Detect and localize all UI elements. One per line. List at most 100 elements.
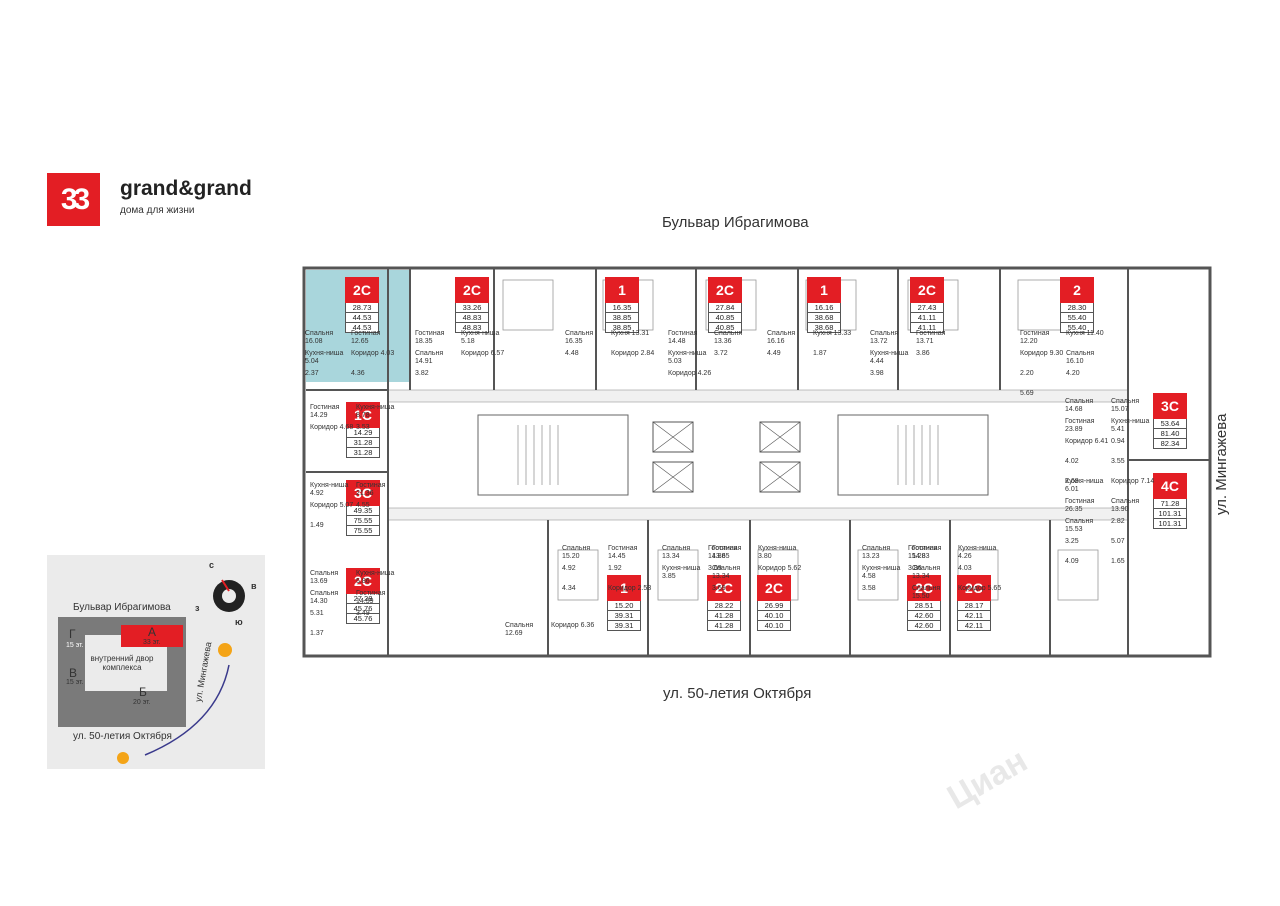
- mini-map-drawing: [58, 579, 245, 764]
- room-label-left-1-0: Кухня-ниша 4.92: [310, 482, 349, 497]
- top-row-walls: [387, 268, 1129, 656]
- apartment-area-0: 28.22: [707, 601, 741, 611]
- room-label-bottom-3-3: 3.86: [908, 565, 922, 572]
- brand-logo: 33: [47, 173, 100, 226]
- apartment-type: 3С: [346, 480, 380, 506]
- sun-icon-east: [218, 643, 232, 657]
- room-label-right-0-1: Спальня 15.07: [1111, 398, 1140, 413]
- street-label-top: Бульвар Ибрагимова: [662, 214, 809, 231]
- room-label-top-6-0: Гостиная 12.20: [1020, 330, 1050, 345]
- apartment-area-2: 41.11: [910, 323, 944, 333]
- apartment-area-2: 75.55: [346, 526, 380, 536]
- room-label-top-4-2: 4.49: [767, 350, 781, 357]
- room-label-right-0-8: 2.68: [1065, 478, 1079, 485]
- apartment-area-1: 41.11: [910, 313, 944, 323]
- room-label-right-1-1: Коридор 7.14: [1111, 478, 1155, 485]
- stairs-right-hatch: [897, 425, 939, 485]
- room-label-extra-0-1: Коридор 6.36: [551, 622, 595, 629]
- apartment-type: 1С: [346, 402, 380, 428]
- mini-courtyard: внутренний двор комплекса: [90, 654, 154, 672]
- apartment-area-2: 40.85: [708, 323, 742, 333]
- mini-block-b-floors: 20 эт.: [133, 699, 151, 706]
- brand-name: grand&grand: [120, 177, 252, 200]
- room-label-top-6-3: Спальня 16.10: [1066, 350, 1095, 365]
- watermark: Циан: [940, 741, 1034, 817]
- apartment-type: 2С: [345, 277, 379, 303]
- room-label-bottom-3-1: Гостиная 15.28: [908, 545, 938, 560]
- room-label-bottom-2-2: Спальня 13.34: [712, 565, 741, 580]
- mini-block-b-name: Б: [139, 685, 147, 699]
- room-label-right-0-4: Коридор 6.41: [1065, 438, 1109, 445]
- room-label-top-1-3: Коридор 6.57: [461, 350, 505, 357]
- room-label-left-0-3: 3.53: [356, 424, 370, 431]
- apartment-type: 2С: [455, 277, 489, 303]
- room-label-right-0-6: 4.02: [1065, 458, 1079, 465]
- apartment-area-0: 28.17: [957, 601, 991, 611]
- apartment-area-2: 48.83: [455, 323, 489, 333]
- room-label-left-2-3: Гостиная 14.59: [356, 590, 386, 605]
- room-label-right-0-5: 0.94: [1111, 438, 1125, 445]
- mini-block-g-name: Г: [69, 627, 76, 641]
- apartment-area-0: 27.84: [708, 303, 742, 313]
- apartment-area-0: 14.29: [346, 428, 380, 438]
- apartment-area-1: 39.31: [607, 611, 641, 621]
- apartment-area-1: 48.83: [455, 313, 489, 323]
- apartment-area-1: 45.76: [346, 604, 380, 614]
- corridor-top: [387, 389, 1129, 403]
- room-label-right-1-4: Спальня 15.53: [1065, 518, 1094, 533]
- room-label-top-4-0: Спальня 16.16: [767, 330, 796, 345]
- mini-street-bottom: ул. 50-летия Октября: [73, 731, 172, 742]
- apartment-area-0: 33.26: [455, 303, 489, 313]
- apartment-area-2: 82.34: [1153, 439, 1187, 449]
- apartment-area-2: 38.85: [605, 323, 639, 333]
- apartment-area-0: 71.28: [1153, 499, 1187, 509]
- room-label-right-0-0: Спальня 14.68: [1065, 398, 1094, 413]
- room-label-top-0-1: Гостиная 12.65: [351, 330, 381, 345]
- compass-e: в: [251, 581, 257, 591]
- apartment-area-1: 44.53: [345, 313, 379, 323]
- apartment-type: 1: [605, 277, 639, 303]
- room-label-left-2-5: 3.49: [356, 610, 370, 617]
- apartment-area-1: 101.31: [1153, 509, 1187, 519]
- room-label-right-0-7: 3.55: [1111, 458, 1125, 465]
- room-label-right-1-6: 3.25: [1065, 538, 1079, 545]
- apartment-type: 2С: [346, 568, 380, 594]
- room-label-top-6-4: 2.20: [1020, 370, 1034, 377]
- room-label-top-2-3: Коридор 2.84: [611, 350, 655, 357]
- apartment-area-0: 26.99: [757, 601, 791, 611]
- apartment-area-0: 28.73: [345, 303, 379, 313]
- room-label-top-0-2: Кухня-ниша 5.04: [305, 350, 344, 365]
- corridor-bottom: [387, 507, 1129, 521]
- room-label-top-1-4: 3.82: [415, 370, 429, 377]
- brand-tagline: дома для жизни: [120, 205, 195, 216]
- apartment-type: 2С: [707, 575, 741, 601]
- room-label-bottom-2-3: Коридор 5.62: [758, 565, 802, 572]
- room-label-left-2-0: Спальня 13.69: [310, 570, 339, 585]
- apartment-area-0: 15.20: [607, 601, 641, 611]
- apartment-area-0: 27.43: [910, 303, 944, 313]
- room-label-top-6-6: 5.69: [1020, 390, 1034, 397]
- apartment-type: 2: [1060, 277, 1094, 303]
- apartment-area-2: 101.31: [1153, 519, 1187, 529]
- mini-street-top: Бульвар Ибрагимова: [73, 602, 171, 613]
- apartment-type: 2С: [957, 575, 991, 601]
- room-label-left-2-4: 5.31: [310, 610, 324, 617]
- site-mini-map: Бульвар Ибрагимова Г 15 эт. В 15 эт. А 3…: [47, 555, 265, 769]
